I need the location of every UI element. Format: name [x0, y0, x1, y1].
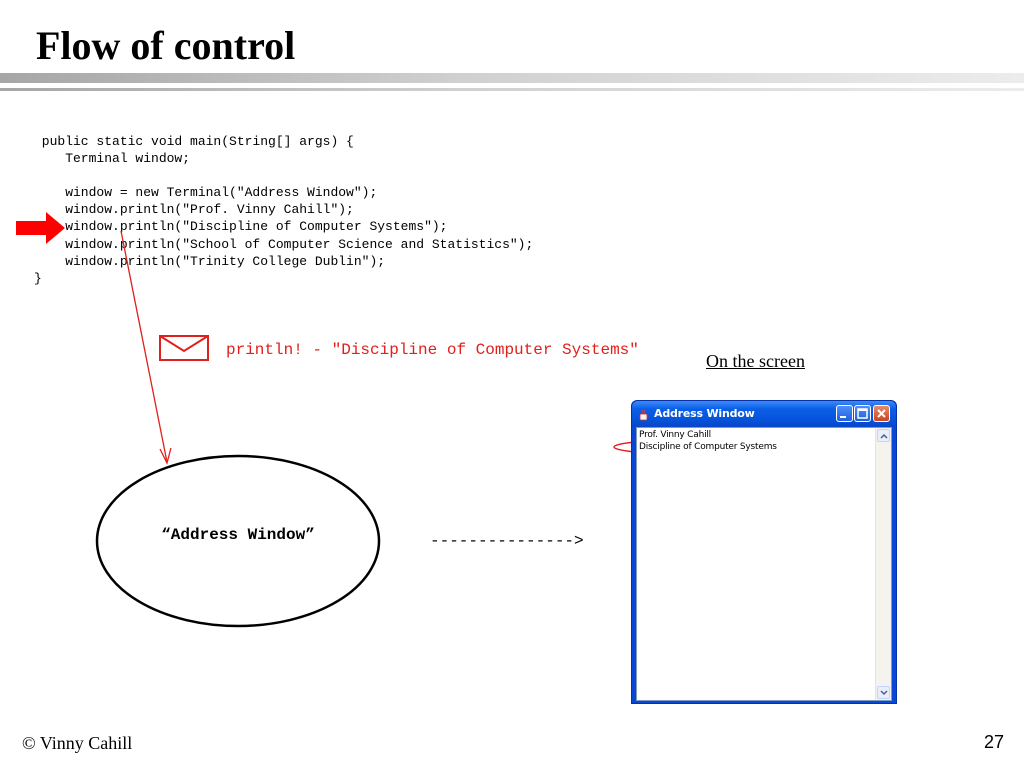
chevron-up-icon	[880, 433, 888, 439]
code-line: window.println("School of Computer Scien…	[34, 236, 534, 252]
maximize-icon	[857, 408, 868, 419]
scroll-up-button[interactable]	[877, 429, 890, 442]
chevron-down-icon	[880, 690, 888, 696]
current-line-arrow-icon	[16, 212, 66, 249]
message-text: println! - "Discipline of Computer Syste…	[226, 341, 639, 359]
code-line: window.println("Trinity College Dublin")…	[34, 253, 386, 269]
terminal-window: Address Window Prof. Vinny Cahill Discip…	[631, 400, 897, 704]
terminal-output-area[interactable]: Prof. Vinny Cahill Discipline of Compute…	[636, 427, 892, 701]
close-icon	[877, 409, 886, 418]
on-screen-label: On the screen	[706, 351, 805, 371]
terminal-titlebar[interactable]: Address Window	[632, 401, 896, 427]
terminal-line: Prof. Vinny Cahill	[639, 430, 711, 440]
code-line: window.println("Prof. Vinny Cahill");	[34, 202, 354, 218]
dashed-arrow: --------------->	[430, 532, 584, 550]
page-number: 27	[983, 732, 1004, 752]
envelope-icon	[159, 335, 209, 366]
terminal-line: Discipline of Computer Systems	[639, 442, 777, 452]
terminal-title: Address Window	[654, 407, 755, 420]
minimize-icon	[840, 416, 846, 418]
code-line: }	[34, 270, 42, 286]
java-cup-icon	[638, 408, 650, 426]
title-rule-thick	[0, 73, 1024, 83]
code-block: public static void main(String[] args) {…	[34, 133, 533, 287]
close-button[interactable]	[873, 405, 890, 422]
message-flow-arrowhead	[159, 447, 172, 465]
code-line: Terminal window;	[34, 151, 191, 167]
code-line: window.println("Discipline of Computer S…	[34, 219, 448, 235]
code-line: public static void main(String[] args) {	[34, 134, 354, 149]
copyright-text: © Vinny Cahill	[22, 733, 133, 753]
code-line: window = new Terminal("Address Window");	[34, 185, 378, 201]
title-rule-thin	[0, 88, 1024, 91]
minimize-button[interactable]	[836, 405, 853, 422]
maximize-button[interactable]	[854, 405, 871, 422]
scroll-down-button[interactable]	[877, 686, 890, 699]
terminal-lines: Prof. Vinny Cahill Discipline of Compute…	[639, 429, 777, 453]
vertical-scrollbar[interactable]	[875, 428, 891, 700]
object-label: “Address Window”	[161, 526, 315, 544]
slide-title: Flow of control	[36, 23, 296, 68]
